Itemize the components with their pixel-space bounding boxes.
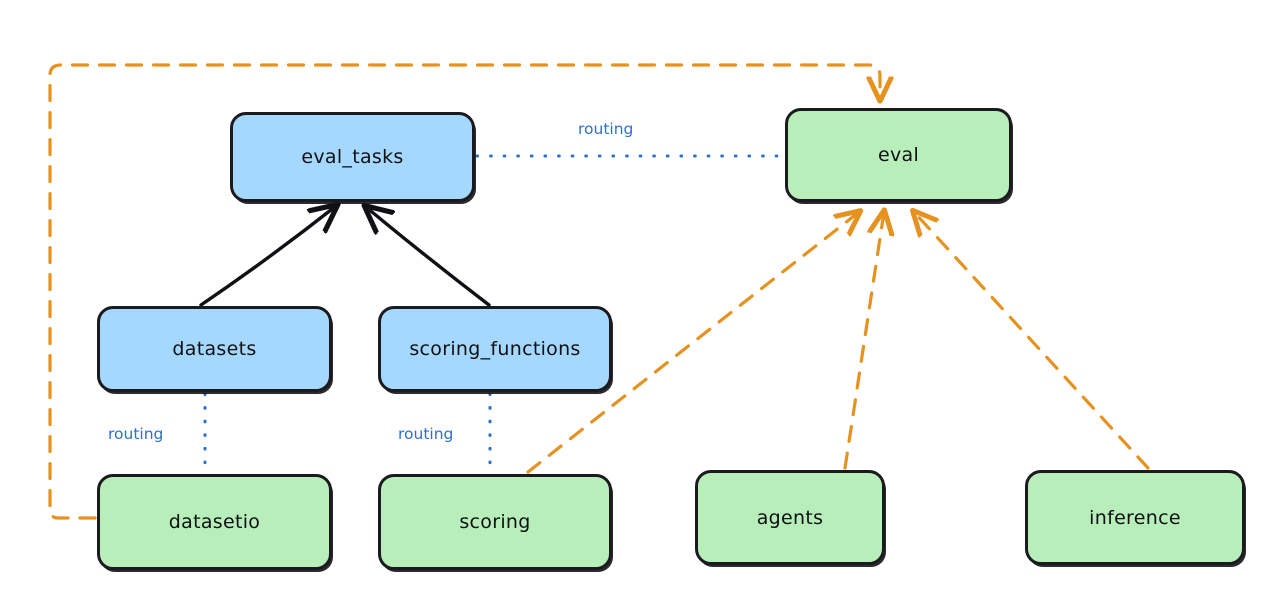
edge-scoring-functions-to-eval-tasks bbox=[366, 207, 491, 307]
node-datasetio[interactable]: datasetio bbox=[97, 474, 332, 570]
node-label: scoring_functions bbox=[409, 338, 581, 360]
node-eval-tasks[interactable]: eval_tasks bbox=[230, 112, 475, 202]
node-scoring-functions[interactable]: scoring_functions bbox=[378, 306, 612, 392]
node-label: eval_tasks bbox=[301, 146, 404, 168]
node-eval[interactable]: eval bbox=[785, 108, 1012, 202]
node-label: scoring bbox=[459, 511, 531, 533]
node-label: datasetio bbox=[168, 511, 261, 533]
node-agents[interactable]: agents bbox=[695, 470, 885, 565]
node-label: datasets bbox=[172, 338, 257, 360]
edge-inference-to-eval bbox=[914, 212, 1150, 470]
edge-label-routing-eval-tasks-eval: routing bbox=[578, 120, 634, 138]
edge-label-routing-scoring-functions-scoring: routing bbox=[398, 425, 454, 443]
edge-agents-to-eval bbox=[843, 212, 884, 470]
node-scoring[interactable]: scoring bbox=[378, 474, 612, 570]
edge-label-routing-datasets-datasetio: routing bbox=[108, 425, 164, 443]
node-datasets[interactable]: datasets bbox=[97, 306, 332, 392]
node-label: eval bbox=[877, 144, 920, 166]
edge-datasets-to-eval-tasks bbox=[199, 206, 336, 307]
node-label: agents bbox=[756, 506, 824, 529]
node-inference[interactable]: inference bbox=[1025, 470, 1245, 565]
node-label: inference bbox=[1089, 506, 1181, 529]
